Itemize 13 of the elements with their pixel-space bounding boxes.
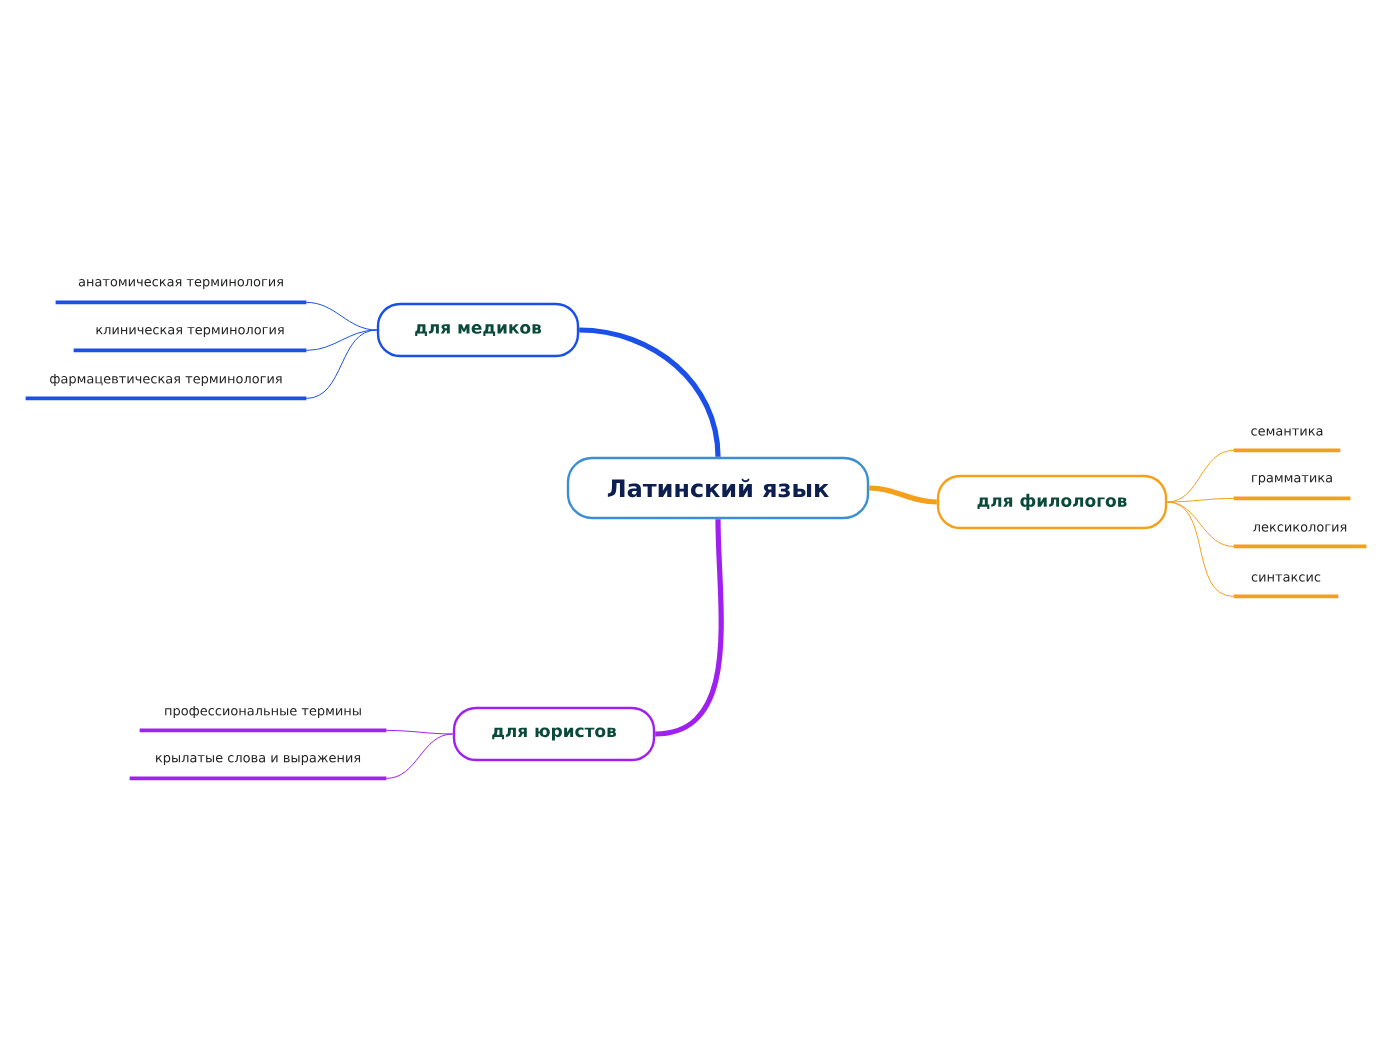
- connector: [305, 329, 378, 399]
- topic-box: Латинский язык: [566, 456, 870, 520]
- connector: [1166, 497, 1235, 503]
- connector: [385, 733, 454, 779]
- connector: [385, 729, 454, 735]
- branch-box: для медиков: [376, 302, 580, 358]
- connector: [579, 327, 721, 457]
- branch-box: для юристов: [452, 706, 656, 762]
- branch-box: для филологов: [936, 474, 1168, 530]
- connector: [305, 301, 378, 331]
- connector: [1166, 501, 1235, 597]
- connector: [654, 519, 724, 737]
- connector: [869, 485, 937, 505]
